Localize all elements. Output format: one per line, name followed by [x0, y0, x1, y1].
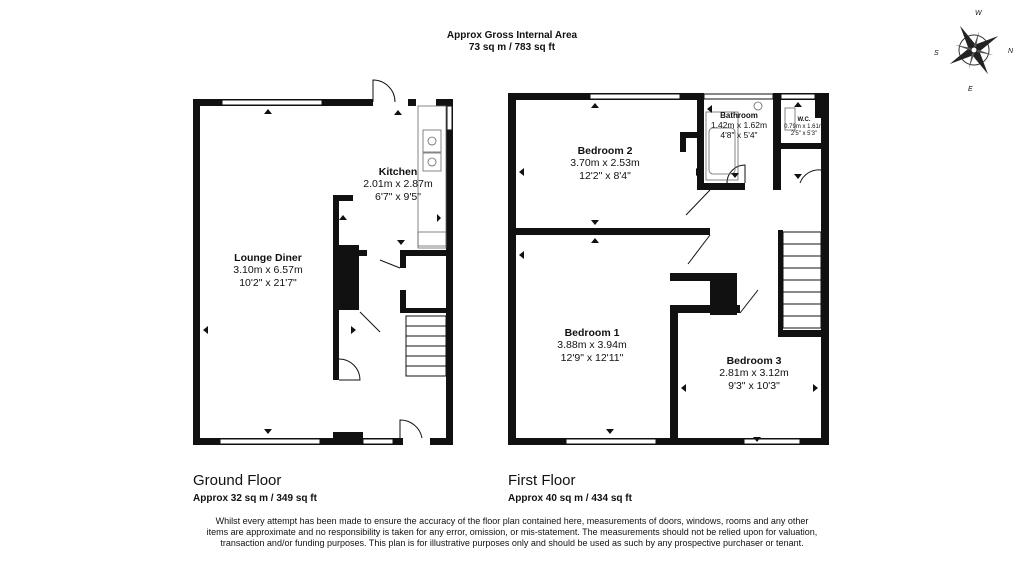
ground-floor-area: Approx 32 sq m / 349 sq ft — [193, 493, 317, 504]
room-bathroom: Bathroom 1.42m x 1.62m 4'8" x 5'4" — [703, 111, 775, 140]
room-metric: 0.79m x 1.61m — [784, 124, 824, 130]
first-windows — [565, 93, 816, 445]
room-name: Bedroom 1 — [564, 327, 620, 339]
room-imperial: 10'2" x 21'7" — [239, 277, 297, 289]
ground-doors — [338, 79, 423, 439]
room-name: Bedroom 3 — [726, 355, 782, 367]
compass-letter-n: N — [1008, 48, 1014, 55]
room-imperial: 4'8" x 5'4" — [720, 130, 758, 140]
room-name: Lounge Diner — [234, 252, 302, 264]
gross-area-value: 73 sq m / 783 sq ft — [468, 42, 556, 53]
gross-area-title: Approx Gross Internal Area — [446, 30, 578, 41]
ground-stairs — [405, 315, 447, 377]
room-name: Kitchen — [378, 166, 418, 178]
ground-floor-title: Ground Floor — [193, 472, 282, 489]
first-dimension-arrows — [519, 102, 818, 442]
room-lounge-diner: Lounge Diner 3.10m x 6.57m 10'2" x 21'7" — [208, 252, 328, 290]
first-floor-area: Approx 40 sq m / 434 sq ft — [508, 493, 632, 504]
bathroom-fittings — [705, 101, 796, 181]
room-metric: 3.70m x 2.53m — [570, 157, 640, 169]
room-bedroom-1: Bedroom 1 3.88m x 3.94m 12'9" x 12'11" — [532, 327, 652, 365]
kitchen-fittings — [417, 105, 447, 249]
first-floor-caption: First Floor Approx 40 sq m / 434 sq ft — [508, 472, 758, 504]
first-floor-title: First Floor — [508, 472, 576, 489]
room-metric: 2.81m x 3.12m — [719, 367, 789, 379]
room-imperial: 9'3" x 10'3" — [728, 380, 780, 392]
compass-icon: W N E S — [930, 8, 1014, 93]
room-name: W.C. — [797, 117, 811, 123]
room-wc: W.C. 0.79m x 1.61m 2'5" x 5'3" — [781, 117, 827, 138]
compass-letter-w: W — [975, 10, 982, 17]
room-imperial: 6'7" x 9'5" — [375, 191, 421, 203]
room-bedroom-3: Bedroom 3 2.81m x 3.12m 9'3" x 10'3" — [694, 355, 814, 393]
ground-dimension-arrows — [203, 109, 441, 434]
first-stairs — [782, 231, 822, 329]
room-metric: 3.10m x 6.57m — [233, 264, 303, 276]
room-bedroom-2: Bedroom 2 3.70m x 2.53m 12'2" x 8'4" — [545, 145, 665, 183]
ground-windows — [219, 99, 453, 445]
ground-floor-caption: Ground Floor Approx 32 sq m / 349 sq ft — [193, 472, 443, 504]
room-imperial: 2'5" x 5'3" — [790, 131, 818, 137]
room-metric: 1.42m x 1.62m — [710, 120, 768, 130]
room-metric: 3.88m x 3.94m — [557, 339, 627, 351]
compass-letter-s: S — [934, 50, 939, 57]
room-imperial: 12'2" x 8'4" — [579, 170, 631, 182]
gross-area-header: Approx Gross Internal Area 73 sq m / 783… — [362, 30, 662, 54]
compass-letter-e: E — [968, 86, 973, 93]
room-imperial: 12'9" x 12'11" — [560, 352, 624, 364]
room-name: Bathroom — [720, 111, 758, 120]
room-metric: 2.01m x 2.87m — [363, 178, 433, 190]
room-name: Bedroom 2 — [577, 145, 633, 157]
room-kitchen: Kitchen 2.01m x 2.87m 6'7" x 9'5" — [350, 166, 446, 204]
disclaimer-text: Whilst every attempt has been made to en… — [206, 516, 818, 548]
